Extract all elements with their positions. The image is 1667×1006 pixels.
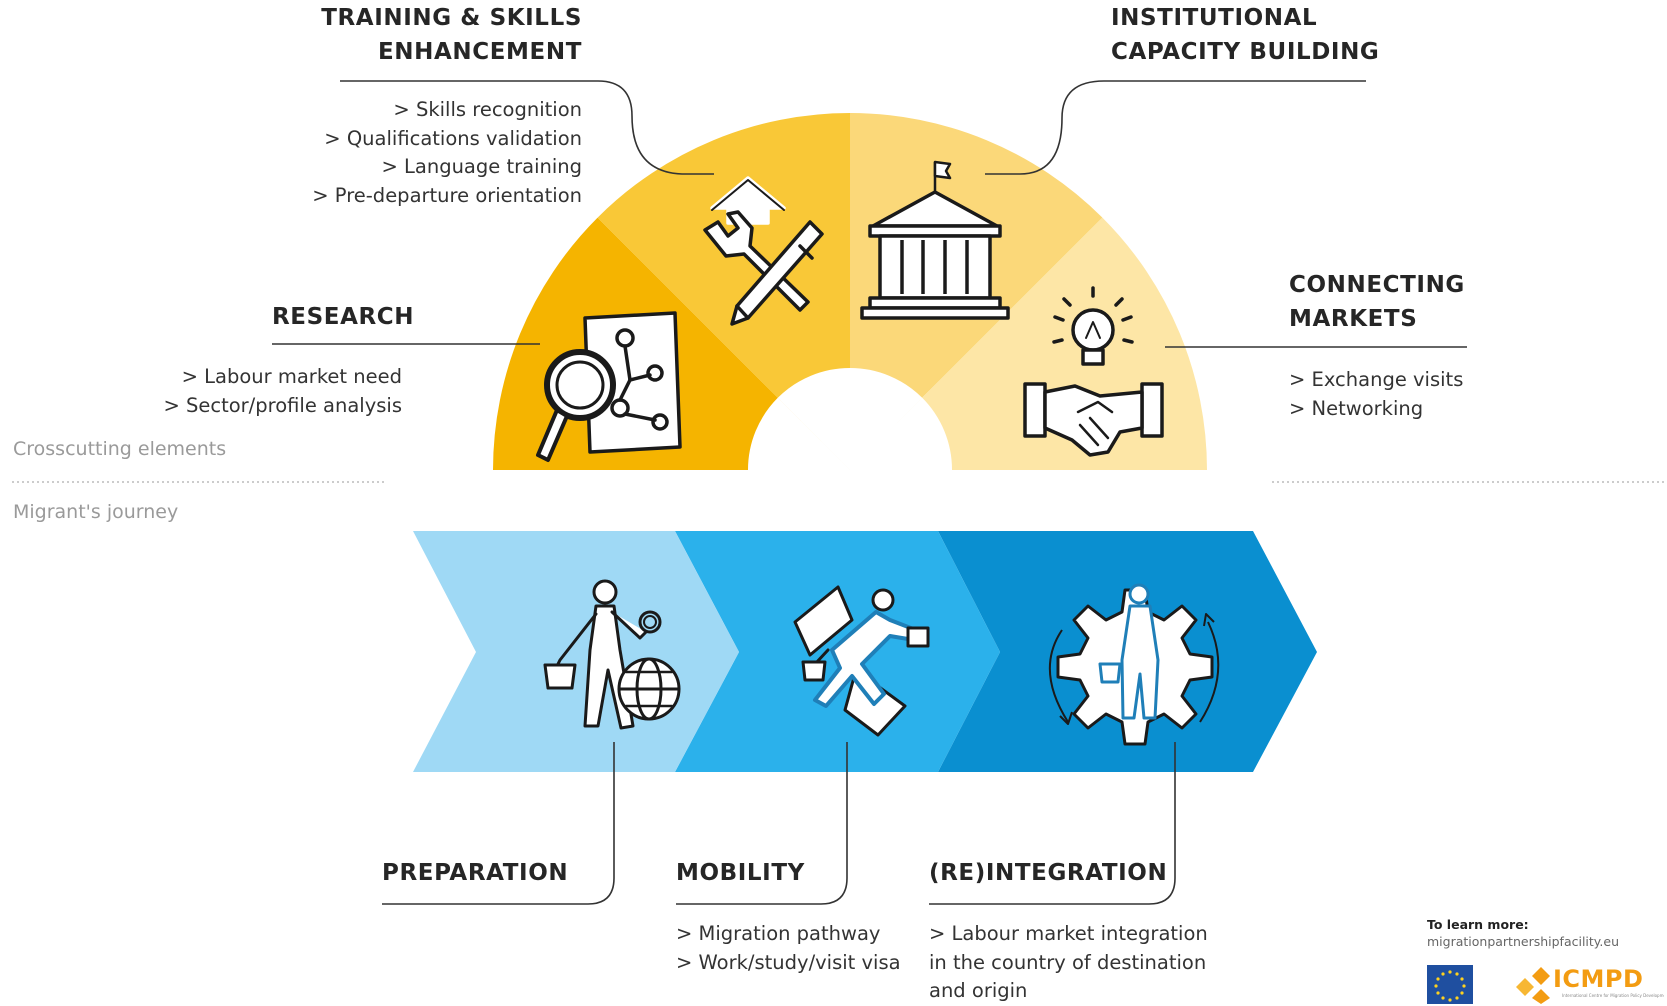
footer-url-link[interactable]: migrationpartnershipfacility.eu	[1427, 934, 1620, 949]
icmpd-logo-subtext: International Centre for Migration Polic…	[1562, 993, 1664, 998]
mobility-heading: MOBILITY	[676, 860, 805, 886]
reintegration-leader-line	[929, 742, 1176, 905]
preparation-heading: PREPARATION	[382, 860, 569, 886]
list-item: > Migration pathway	[676, 922, 881, 945]
reintegration-items-list: > Labour market integration in the count…	[929, 920, 1208, 1006]
list-item: in the country of destination	[929, 950, 1207, 974]
icmpd-logo-text: ICMPD	[1553, 965, 1644, 993]
crosscutting-section-label: Crosscutting elements	[13, 438, 227, 460]
handshake-lightbulb-icon	[1023, 286, 1164, 457]
institution-building-icon	[860, 160, 1010, 320]
reintegration-heading: (RE)INTEGRATION	[929, 860, 1168, 886]
person-moving-icon	[793, 585, 930, 737]
list-item: > Skills recognition	[393, 98, 582, 121]
connecting-title-line2: MARKETS	[1289, 306, 1418, 332]
list-item: > Labour market integration	[929, 922, 1208, 945]
training-heading: TRAINING & SKILLS ENHANCEMENT	[250, 1, 582, 69]
tools-icon	[703, 176, 824, 326]
training-items-list: > Skills recognition > Qualifications va…	[200, 96, 582, 210]
list-item: > Sector/profile analysis	[163, 393, 402, 417]
list-item: > Qualifications validation	[324, 126, 582, 150]
list-item: > Exchange visits	[1289, 368, 1464, 391]
mobility-items-list: > Migration pathway > Work/study/visit v…	[676, 920, 901, 977]
crosscutting-leader-lines	[272, 80, 1467, 348]
list-item: > Networking	[1289, 396, 1424, 420]
institutional-leader-line	[985, 80, 1366, 175]
person-gear-icon	[1048, 583, 1220, 746]
preparation-leader-line	[382, 742, 615, 905]
list-item: > Work/study/visit visa	[676, 950, 901, 974]
list-item: and origin	[929, 979, 1028, 1002]
magnifier-network-icon	[536, 311, 682, 462]
research-items-list: > Labour market need > Sector/profile an…	[120, 363, 402, 420]
journey-section-label: Migrant's journey	[13, 501, 179, 523]
institutional-title-line1: INSTITUTIONAL	[1111, 5, 1318, 31]
training-segment	[597, 113, 850, 470]
training-title-line1: TRAINING & SKILLS	[321, 5, 582, 31]
connecting-heading: CONNECTING MARKETS	[1289, 268, 1465, 336]
training-title-line2: ENHANCEMENT	[378, 39, 582, 65]
person-magnifier-globe-icon	[543, 579, 681, 730]
connecting-title-line1: CONNECTING	[1289, 272, 1465, 298]
journey-leader-lines	[382, 742, 1176, 905]
list-item: > Language training	[381, 155, 582, 178]
icmpd-logo-mark	[1516, 967, 1550, 1004]
list-item: > Pre-departure orientation	[312, 183, 582, 207]
list-item: > Labour market need	[181, 365, 402, 388]
institutional-heading: INSTITUTIONAL CAPACITY BUILDING	[1111, 1, 1411, 69]
research-heading: RESEARCH	[272, 304, 415, 330]
connecting-items-list: > Exchange visits > Networking	[1289, 366, 1463, 423]
preparation-chevron	[413, 531, 739, 772]
learn-more-label: To learn more:	[1427, 917, 1529, 932]
mobility-leader-line	[676, 742, 848, 905]
institutional-title-line2: CAPACITY BUILDING	[1111, 39, 1380, 65]
eu-flag-icon	[1427, 965, 1473, 1004]
training-leader-line	[340, 80, 714, 175]
